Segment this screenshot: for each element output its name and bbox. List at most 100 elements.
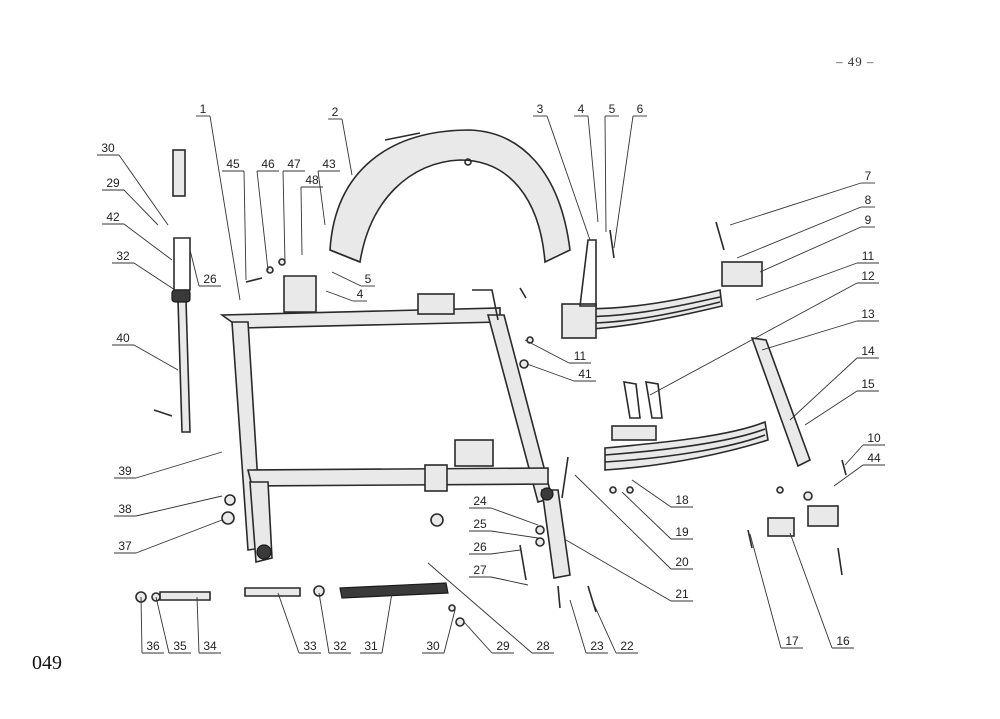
callout-label: 37 xyxy=(118,539,132,553)
callout-leader-line xyxy=(300,186,303,256)
callout-leader-line xyxy=(427,562,533,654)
callout-label: 2 xyxy=(332,105,339,119)
callout-26: 26 xyxy=(469,540,521,555)
callout-leader-line xyxy=(755,262,858,301)
callout-leader-line xyxy=(443,609,456,654)
callout-29: 29 xyxy=(102,176,159,226)
callout-label: 18 xyxy=(675,493,689,507)
fasteners xyxy=(153,221,847,627)
callout-19: 19 xyxy=(621,491,693,540)
callout-leader-line xyxy=(256,170,269,271)
callout-label: 33 xyxy=(303,639,317,653)
callout-label: 13 xyxy=(861,307,875,321)
callout-label: 17 xyxy=(785,634,799,648)
callout-label: 40 xyxy=(116,331,130,345)
callout-label: 35 xyxy=(173,639,187,653)
callout-11: 11 xyxy=(524,339,591,364)
callout-43: 43 xyxy=(317,157,340,226)
callout-18: 18 xyxy=(631,479,693,508)
callout-9: 9 xyxy=(759,213,875,273)
callout-36: 36 xyxy=(140,596,164,654)
callout-30: 30 xyxy=(422,609,456,654)
callout-10: 10 xyxy=(844,431,885,466)
callout-leader-line xyxy=(591,599,617,654)
callout-leader-line xyxy=(604,115,607,233)
callout-48: 48 xyxy=(300,173,323,256)
callout-leader-line xyxy=(196,596,200,654)
callout-29: 29 xyxy=(463,621,514,654)
callout-leader-line xyxy=(524,339,570,364)
callout-1: 1 xyxy=(196,102,241,301)
callout-label: 45 xyxy=(226,157,240,171)
callout-leader-line xyxy=(133,344,179,371)
callout-leader-line xyxy=(490,530,539,539)
callout-39: 39 xyxy=(114,451,223,479)
callout-label: 5 xyxy=(609,102,616,116)
main-frame xyxy=(219,275,571,579)
callout-label: 38 xyxy=(118,502,132,516)
callout-15: 15 xyxy=(804,377,879,426)
callout-label: 21 xyxy=(675,587,689,601)
callout-leader-line xyxy=(123,189,159,226)
callout-47: 47 xyxy=(282,157,305,263)
callout-label: 29 xyxy=(106,176,120,190)
callout-leader-line xyxy=(729,182,862,226)
callout-leader-line xyxy=(341,118,353,176)
callout-leader-line xyxy=(243,170,247,281)
callout-7: 7 xyxy=(729,169,875,226)
callout-leader-line xyxy=(463,621,493,654)
callout-2: 2 xyxy=(328,105,353,176)
callout-leader-line xyxy=(587,115,599,223)
sheet-id: 049 xyxy=(32,652,62,674)
callout-24: 24 xyxy=(469,494,539,526)
callout-label: 25 xyxy=(473,517,487,531)
callout-label: 4 xyxy=(578,102,585,116)
callout-label: 20 xyxy=(675,555,689,569)
callout-label: 27 xyxy=(473,563,487,577)
callout-label: 32 xyxy=(333,639,347,653)
callout-leader-line xyxy=(189,249,200,287)
callout-leader-line xyxy=(135,495,223,517)
bottom-tie-rod xyxy=(135,582,449,603)
fender xyxy=(329,129,571,264)
callout-label: 42 xyxy=(106,210,120,224)
callout-leader-line xyxy=(277,592,300,654)
callout-label: 32 xyxy=(116,249,130,263)
callout-25: 25 xyxy=(469,517,539,539)
callout-8: 8 xyxy=(736,193,875,259)
callout-leader-line xyxy=(155,596,170,654)
callout-leader-line xyxy=(761,320,858,351)
callout-label: 29 xyxy=(496,639,510,653)
callout-label: 46 xyxy=(261,157,275,171)
callout-35: 35 xyxy=(155,596,191,654)
callout-label: 36 xyxy=(146,639,160,653)
callout-13: 13 xyxy=(761,307,879,351)
callout-label: 16 xyxy=(836,634,850,648)
callout-44: 44 xyxy=(833,451,885,487)
callout-leader-line xyxy=(621,491,672,540)
callout-leader-line xyxy=(759,226,862,273)
callout-28: 28 xyxy=(427,562,554,654)
callout-14: 14 xyxy=(789,344,879,421)
callout-leader-line xyxy=(209,115,241,301)
callout-leader-line xyxy=(123,223,173,261)
callout-5: 5 xyxy=(604,102,619,233)
callout-6: 6 xyxy=(613,102,647,249)
callout-26: 26 xyxy=(189,249,221,287)
callout-leader-line xyxy=(804,390,858,426)
callout-leader-line xyxy=(490,549,521,555)
callout-label: 9 xyxy=(865,213,872,227)
leaf-spring-upper xyxy=(561,239,723,339)
callout-leader-line xyxy=(574,474,672,570)
callout-label: 3 xyxy=(537,102,544,116)
callout-leader-line xyxy=(490,576,529,586)
callout-leader-line xyxy=(135,519,223,554)
callout-34: 34 xyxy=(196,596,221,654)
callout-leader-line xyxy=(135,451,223,479)
callout-label: 43 xyxy=(322,157,336,171)
callout-33: 33 xyxy=(277,592,321,654)
callout-42: 42 xyxy=(102,210,173,261)
callout-label: 23 xyxy=(590,639,604,653)
callout-label: 14 xyxy=(861,344,875,358)
